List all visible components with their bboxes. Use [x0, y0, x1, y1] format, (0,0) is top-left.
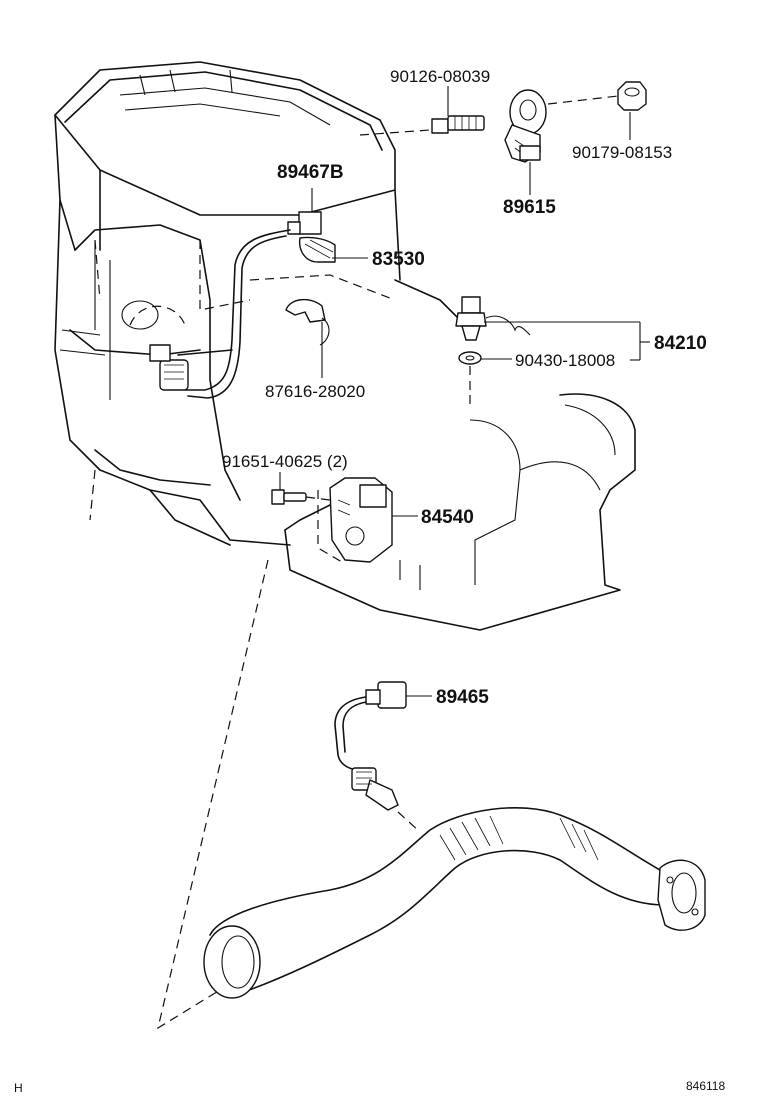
knock-sensor-89615 [504, 89, 547, 163]
nut-90179 [617, 81, 647, 111]
label-90126-08039: 90126-08039 [390, 67, 490, 86]
footer-left-code: H [14, 1081, 23, 1095]
label-89615: 89615 [503, 197, 556, 218]
footer-right-code: 846118 [686, 1079, 725, 1093]
connector-89467b [287, 211, 336, 263]
gasket-90430 [458, 351, 482, 365]
label-89467b: 89467B [277, 162, 344, 183]
label-87616-28020: 87616-28020 [265, 382, 365, 401]
leader-lines [279, 86, 650, 697]
label-84210: 84210 [654, 333, 707, 354]
oxygen-sensor-89465 [334, 681, 421, 833]
part-labels: 90126-08039 90179-08153 89615 89467B 835… [222, 67, 707, 708]
label-91651-40625: 91651-40625 (2) [222, 452, 348, 471]
neutral-switch-84540 [317, 477, 393, 563]
stud-bolt-90126 [431, 115, 485, 134]
label-84540: 84540 [421, 507, 474, 528]
engine-block [54, 61, 636, 631]
oil-pressure-switch-84210 [455, 296, 531, 341]
oxygen-sensor-left [149, 344, 233, 391]
bolt-91651 [271, 489, 307, 505]
label-90430-18008: 90430-18008 [515, 351, 615, 370]
label-89465: 89465 [436, 687, 489, 708]
label-83530: 83530 [372, 249, 425, 270]
label-90179-08153: 90179-08153 [572, 143, 672, 162]
exhaust-pipe [203, 806, 706, 999]
